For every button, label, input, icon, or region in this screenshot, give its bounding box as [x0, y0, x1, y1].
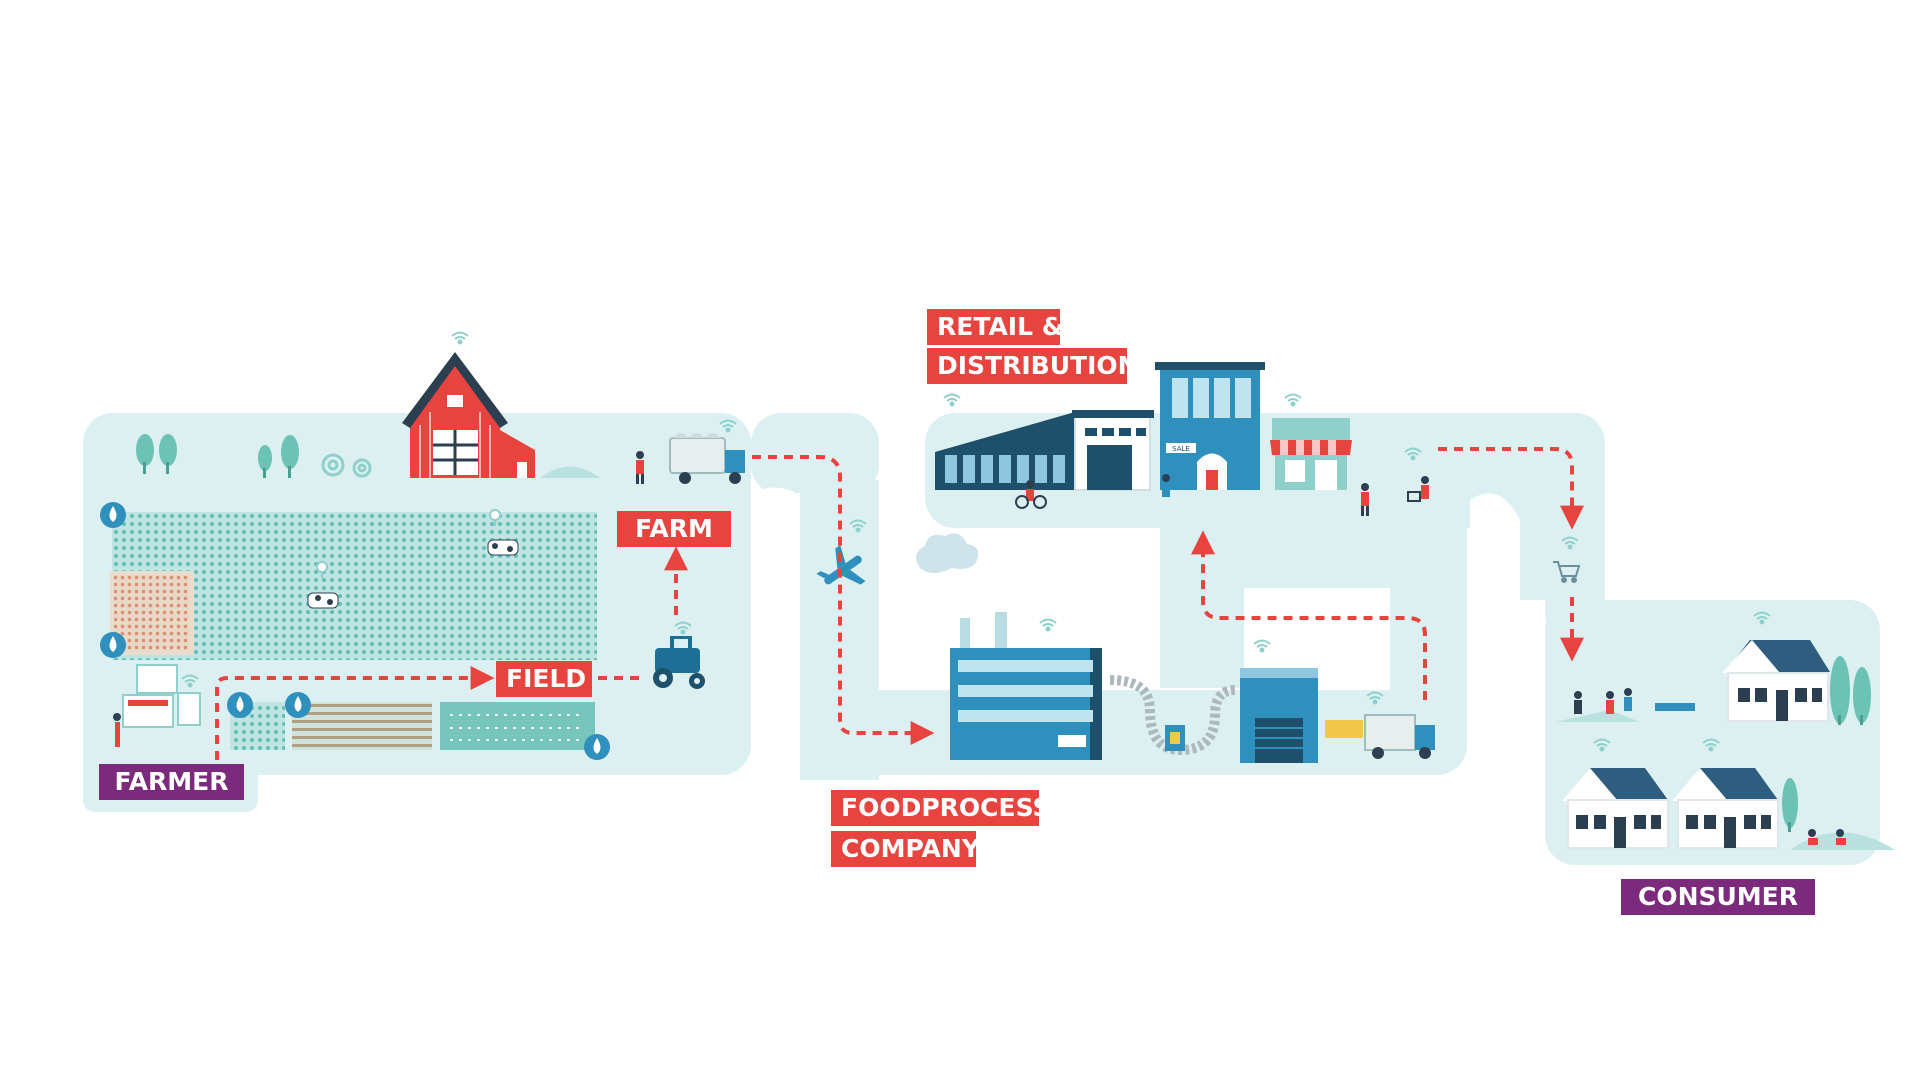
- label-field: FIELD: [496, 661, 592, 697]
- label-company: COMPANY: [831, 831, 980, 867]
- tractor-icon: [653, 636, 705, 689]
- warehouse-icon: [1240, 668, 1318, 763]
- market-people: [1574, 688, 1846, 845]
- factory-icon: [916, 533, 1102, 760]
- brown-field: [110, 571, 194, 655]
- label-farm: FARM: [617, 511, 731, 547]
- dashboard-icon: [113, 664, 201, 747]
- distribution-warehouse-icon: [935, 410, 1154, 491]
- sale-sign: SALE: [1172, 445, 1190, 453]
- hay-bale-icon: [321, 453, 372, 478]
- arrow-farm-to-foodprocess: [752, 455, 935, 745]
- barn-icon: [402, 352, 600, 478]
- shoppers: [1015, 474, 1429, 516]
- package-icon: [1165, 725, 1185, 751]
- shopping-cart-icon: [1553, 561, 1581, 583]
- label-retail: RETAIL &: [927, 309, 1064, 345]
- person-icon: [636, 451, 644, 484]
- wifi-icon: [181, 331, 1771, 752]
- flow-arrows: [215, 447, 1584, 760]
- water-drop-icon: [100, 502, 610, 760]
- shop-icon: [1270, 418, 1352, 490]
- road-cutouts: [751, 487, 1545, 780]
- label-farmer: FARMER: [99, 764, 244, 800]
- house-icon: [1562, 640, 1830, 849]
- tree-icon: [136, 434, 299, 478]
- department-store-icon: SALE: [1155, 362, 1265, 490]
- delivery-truck-icon: [1325, 714, 1435, 759]
- label-consumer: CONSUMER: [1621, 879, 1815, 915]
- cow-icon: [307, 509, 519, 609]
- small-field-2: [292, 702, 432, 750]
- truck-icon: [669, 433, 745, 484]
- arrow-retail-to-consumer: [1438, 447, 1584, 530]
- label-foodprocess: FOODPROCESS: [831, 790, 1050, 826]
- arrow-farmer-to-field: [215, 666, 495, 760]
- small-field-3: [440, 702, 595, 750]
- arrow-foodprocess-to-retail: [1191, 530, 1427, 700]
- label-distribution: DISTRIBUTION: [927, 348, 1139, 384]
